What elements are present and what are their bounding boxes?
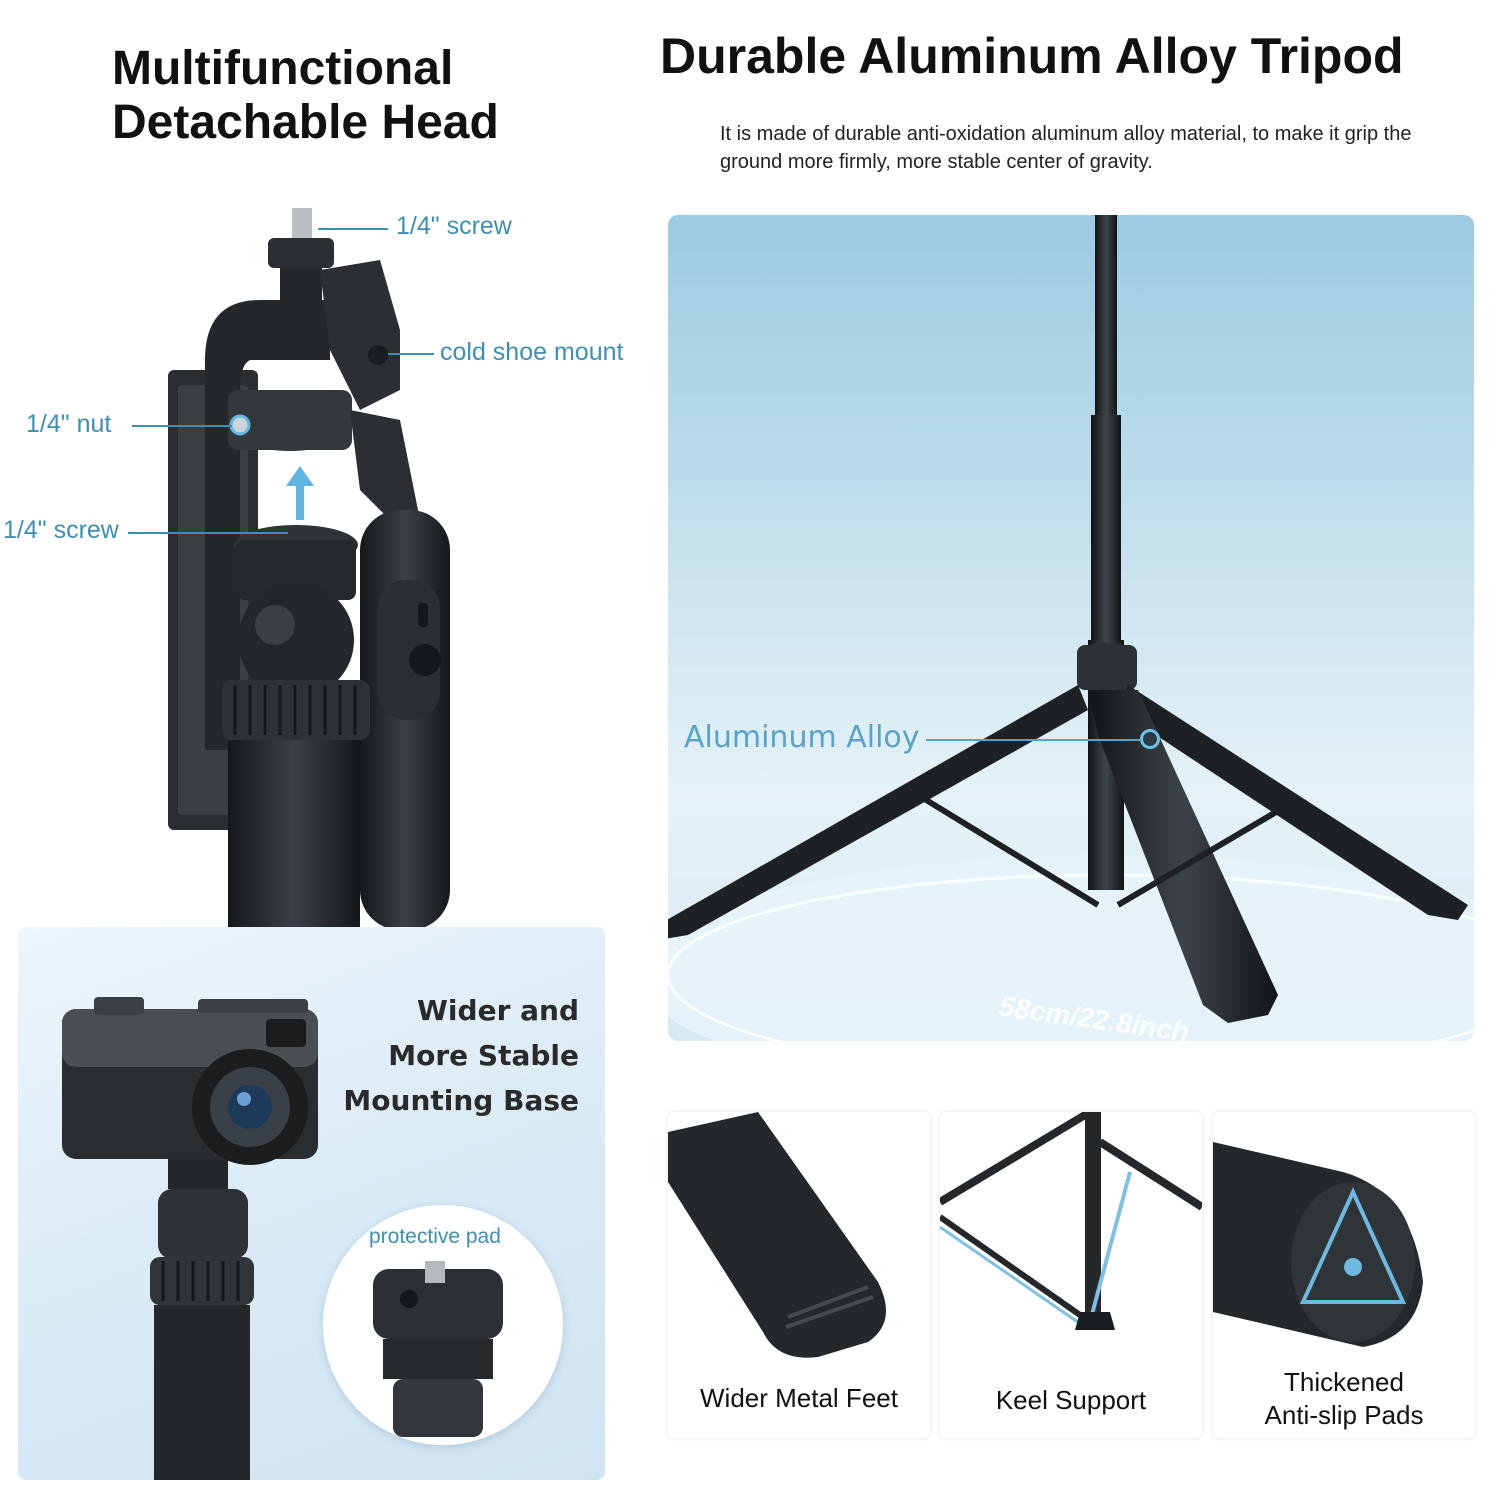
cold-shoe-mount	[320, 260, 400, 410]
mounting-base-panel: Wider and More Stable Mounting Base prot…	[18, 927, 605, 1480]
feature-label-metal-feet: Wider Metal Feet	[700, 1383, 898, 1413]
top-screw	[292, 208, 312, 244]
callout-cold-shoe-mount: cold shoe mount	[440, 338, 624, 366]
head-title: Multifunctional Detachable Head	[112, 42, 592, 150]
bluetooth-remote	[360, 510, 450, 930]
protective-pad-label: protective pad	[369, 1225, 501, 1248]
arrow-up-icon	[286, 466, 314, 486]
feature-label-anti-slip-pads: Thickened Anti-slip Pads	[1213, 1366, 1475, 1431]
callout-line-screw-top	[318, 228, 388, 230]
callout-screw-bottom: 1/4" screw	[3, 516, 119, 544]
tripod-panel: 58cm/22.8inch Aluminum Alloy	[668, 215, 1474, 1041]
feature-label-anti-slip-line2: Anti-slip Pads	[1264, 1399, 1424, 1430]
head-title-line1: Multifunctional	[112, 42, 454, 95]
camera-on-stick-illustration	[62, 997, 318, 1480]
tripod-illustration: 58cm/22.8inch	[668, 215, 1474, 1041]
protective-pad-inset: protective pad	[323, 1205, 563, 1445]
feature-card-metal-feet: Wider Metal Feet	[668, 1112, 930, 1438]
aluminum-alloy-marker	[1140, 729, 1160, 749]
tripod-description: It is made of durable anti-oxidation alu…	[720, 123, 1412, 173]
base-line1: Wider and	[417, 994, 579, 1027]
tripod-title: Durable Aluminum Alloy Tripod	[660, 28, 1404, 84]
feature-label-anti-slip-line1: Thickened	[1284, 1367, 1404, 1397]
aluminum-alloy-callout: Aluminum Alloy	[684, 720, 920, 755]
metal-feet-illustration	[668, 1112, 886, 1358]
callout-line-nut	[132, 425, 232, 427]
keel-support-illustration	[940, 1112, 1202, 1330]
feature-card-keel-support: Keel Support	[940, 1112, 1202, 1438]
base-line2: More Stable	[388, 1038, 579, 1072]
anti-slip-pad-illustration	[1213, 1142, 1423, 1347]
detachable-head-illustration	[168, 208, 450, 930]
mounting-base-text: Wider and More Stable Mounting Base	[343, 989, 579, 1123]
aluminum-alloy-callout-line	[926, 739, 1140, 741]
callout-screw-top: 1/4" screw	[396, 212, 512, 240]
shutter-button-icon	[409, 644, 441, 676]
head-title-line2: Detachable Head	[112, 95, 499, 149]
callout-line-cold-shoe	[388, 353, 434, 355]
selfie-stick-pole	[228, 740, 360, 930]
feature-label-keel-support: Keel Support	[995, 1385, 1147, 1415]
protective-pad-illustration	[373, 1261, 503, 1437]
callout-line-screw-bottom	[128, 532, 288, 534]
feature-card-anti-slip-pads: Thickened Anti-slip Pads	[1213, 1112, 1475, 1438]
callout-nut: 1/4" nut	[26, 410, 112, 438]
base-line3: Mounting Base	[343, 1083, 579, 1117]
